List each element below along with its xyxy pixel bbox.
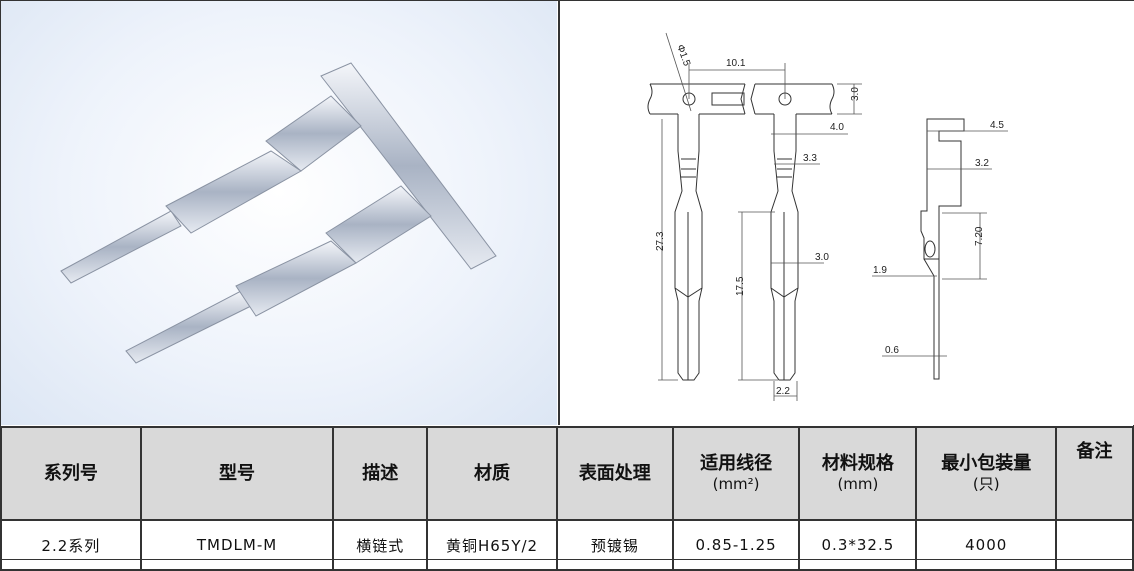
header-label: 型号: [219, 462, 256, 484]
dim-strip-height: 3.0: [850, 87, 861, 101]
header-min-pack: 最小包装量(只): [915, 426, 1058, 521]
header-material-spec: 材料规格(mm): [798, 426, 918, 521]
header-label: 适用线径: [700, 452, 773, 474]
header-model: 型号: [139, 426, 335, 521]
dim-total-length: 27.3: [655, 231, 666, 251]
header-unit: (mm): [837, 474, 879, 493]
cell-wire-gauge: 0.85-1.25: [671, 519, 801, 571]
carrier-strip: [320, 62, 497, 270]
dim-side-length: 7.20: [974, 226, 985, 246]
dim-pitch: 10.1: [726, 58, 746, 69]
table-row: 2.2系列 TMDLM-M 横链式 黄铜H65Y/2 预镀锡 0.85-1.25…: [0, 519, 1134, 571]
dim-width-top: 4.0: [830, 122, 844, 133]
header-label: 材质: [474, 462, 511, 484]
dim-side-offset: 1.9: [873, 265, 887, 276]
dim-width-body: 3.0: [815, 252, 829, 263]
header-description: 描述: [332, 426, 429, 521]
terminal-upper: [60, 95, 362, 284]
header-label: 最小包装量: [941, 452, 1032, 474]
header-remarks: 备注: [1055, 426, 1134, 521]
header-label: 描述: [362, 462, 399, 484]
table-header-row: 系列号 型号 描述 材质 表面处理 适用线径(mm²) 材料规格(mm) 最小包…: [0, 426, 1134, 521]
header-label: 备注: [1076, 441, 1113, 462]
dim-pin-length: 17.5: [735, 276, 746, 296]
cell-material: 黄铜H65Y/2: [426, 519, 558, 571]
dim-thickness: 0.6: [885, 345, 899, 356]
cell-remarks: [1055, 519, 1134, 571]
dim-side-top: 4.5: [990, 120, 1004, 131]
header-series: 系列号: [0, 426, 142, 521]
product-photo: [1, 1, 557, 425]
cell-model: TMDLM-M: [139, 519, 335, 571]
header-label: 表面处理: [578, 462, 651, 484]
terminal-lower: [125, 185, 432, 364]
dim-hole-diameter: Φ1.5: [674, 43, 692, 68]
header-material: 材质: [426, 426, 558, 521]
header-surface: 表面处理: [555, 426, 674, 521]
header-label: 系列号: [43, 462, 98, 484]
cell-min-pack: 4000: [915, 519, 1058, 571]
dim-width-mid: 3.3: [803, 153, 817, 164]
cell-surface: 预镀锡: [555, 519, 674, 571]
cell-material-spec: 0.3*32.5: [798, 519, 918, 571]
header-unit: (只): [972, 474, 1000, 493]
technical-drawing: Φ1.5 10.1 3.0 4.0 3.3 3.0 27.3 17.5 2.2 …: [558, 1, 1134, 425]
spec-table: 系列号 型号 描述 材质 表面处理 适用线径(mm²) 材料规格(mm) 最小包…: [0, 426, 1134, 571]
cell-description: 横链式: [332, 519, 429, 571]
header-wire-gauge: 适用线径(mm²): [671, 426, 801, 521]
dim-pin-width: 2.2: [776, 386, 790, 397]
terminal-photo-illustration: [60, 62, 497, 364]
cell-series: 2.2系列: [0, 519, 142, 571]
header-unit: (mm²): [712, 474, 760, 493]
header-label: 材料规格: [821, 452, 894, 474]
dim-side-mid: 3.2: [975, 158, 989, 169]
dimension-drawing: Φ1.5 10.1 3.0 4.0 3.3 3.0 27.3 17.5 2.2 …: [647, 32, 1008, 401]
